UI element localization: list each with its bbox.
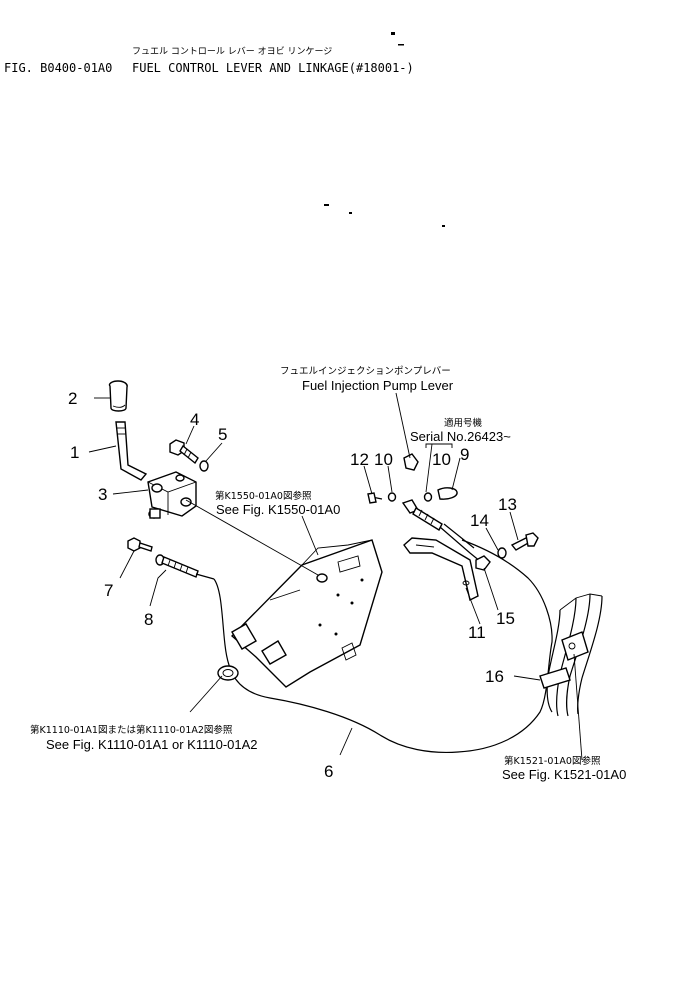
cable-grommet: [217, 665, 239, 681]
ref-k1110-jp: 第K1110-01A1図または第K1110-01A2図参照: [30, 724, 233, 736]
serial-bracket: [425, 443, 453, 448]
part-number-3: 3: [98, 485, 107, 504]
ref-k1521-jp: 第K1521-01A0図参照: [504, 755, 601, 767]
part-number-1: 1: [70, 443, 79, 462]
serial-label-jp: 適用号機: [444, 417, 483, 429]
part-number-16: 16: [485, 667, 504, 686]
figure-code: FIG. B0400-01A0: [4, 61, 112, 75]
washer-5: [199, 460, 209, 472]
scan-specks: [324, 32, 445, 227]
part-number-6: 6: [324, 762, 333, 781]
part-number-4: 4: [190, 410, 199, 429]
ref-k1550-jp: 第K1550-01A0図参照: [215, 490, 312, 502]
part-number-5: 5: [218, 425, 227, 444]
part-number-14: 14: [470, 511, 489, 530]
reference-callouts: フュエルインジェクションポンプレバー Fuel Injection Pump L…: [30, 366, 626, 782]
bolt-7: [127, 537, 153, 552]
part-number-7: 7: [104, 581, 113, 600]
pump-lever-label: Fuel Injection Pump Lever: [302, 378, 454, 393]
harness-clamp-16: [539, 593, 603, 717]
leader-lines: [88, 392, 583, 761]
part-number-11: 12: [350, 450, 369, 469]
ref-k1550: See Fig. K1550-01A0: [216, 502, 340, 517]
washer-14: [497, 547, 507, 559]
bolt-4: [169, 439, 199, 465]
part-number-13: 13: [498, 495, 517, 514]
nut-15: [475, 555, 491, 571]
bolt-13: [510, 532, 539, 551]
pump-lever-label-jp: フュエルインジェクションポンプレバー: [280, 366, 451, 377]
figure-title: FUEL CONTROL LEVER AND LINKAGE(#18001-): [132, 61, 414, 75]
part-number-10-right: 10: [432, 450, 451, 469]
part-number-10-left: 10: [374, 450, 393, 469]
fuel-control-lever: [108, 380, 148, 481]
title-japanese: フュエル コントロール レバー オヨビ リンケージ: [132, 46, 332, 57]
lever-bracket-assembly: [147, 471, 197, 519]
part-number-8: 8: [144, 610, 153, 629]
part-number-9: 9: [460, 445, 469, 464]
bracket-12: [403, 537, 479, 602]
cable-end-8: [155, 554, 215, 580]
ref-k1110: See Fig. K1110-01A1 or K1110-01A2: [46, 737, 258, 752]
cab-floor-plate: [230, 539, 383, 688]
serial-label: Serial No.26423~: [410, 429, 511, 444]
part-number-15: 15: [496, 609, 515, 628]
part-number-labels: 2 1 3 4 5 7 8 12 10 10 9 13 14 11 15 16 …: [68, 389, 517, 781]
part-number-2: 2: [68, 389, 77, 408]
ref-k1521: See Fig. K1521-01A0: [502, 767, 626, 782]
part-number-12: 11: [468, 623, 486, 642]
